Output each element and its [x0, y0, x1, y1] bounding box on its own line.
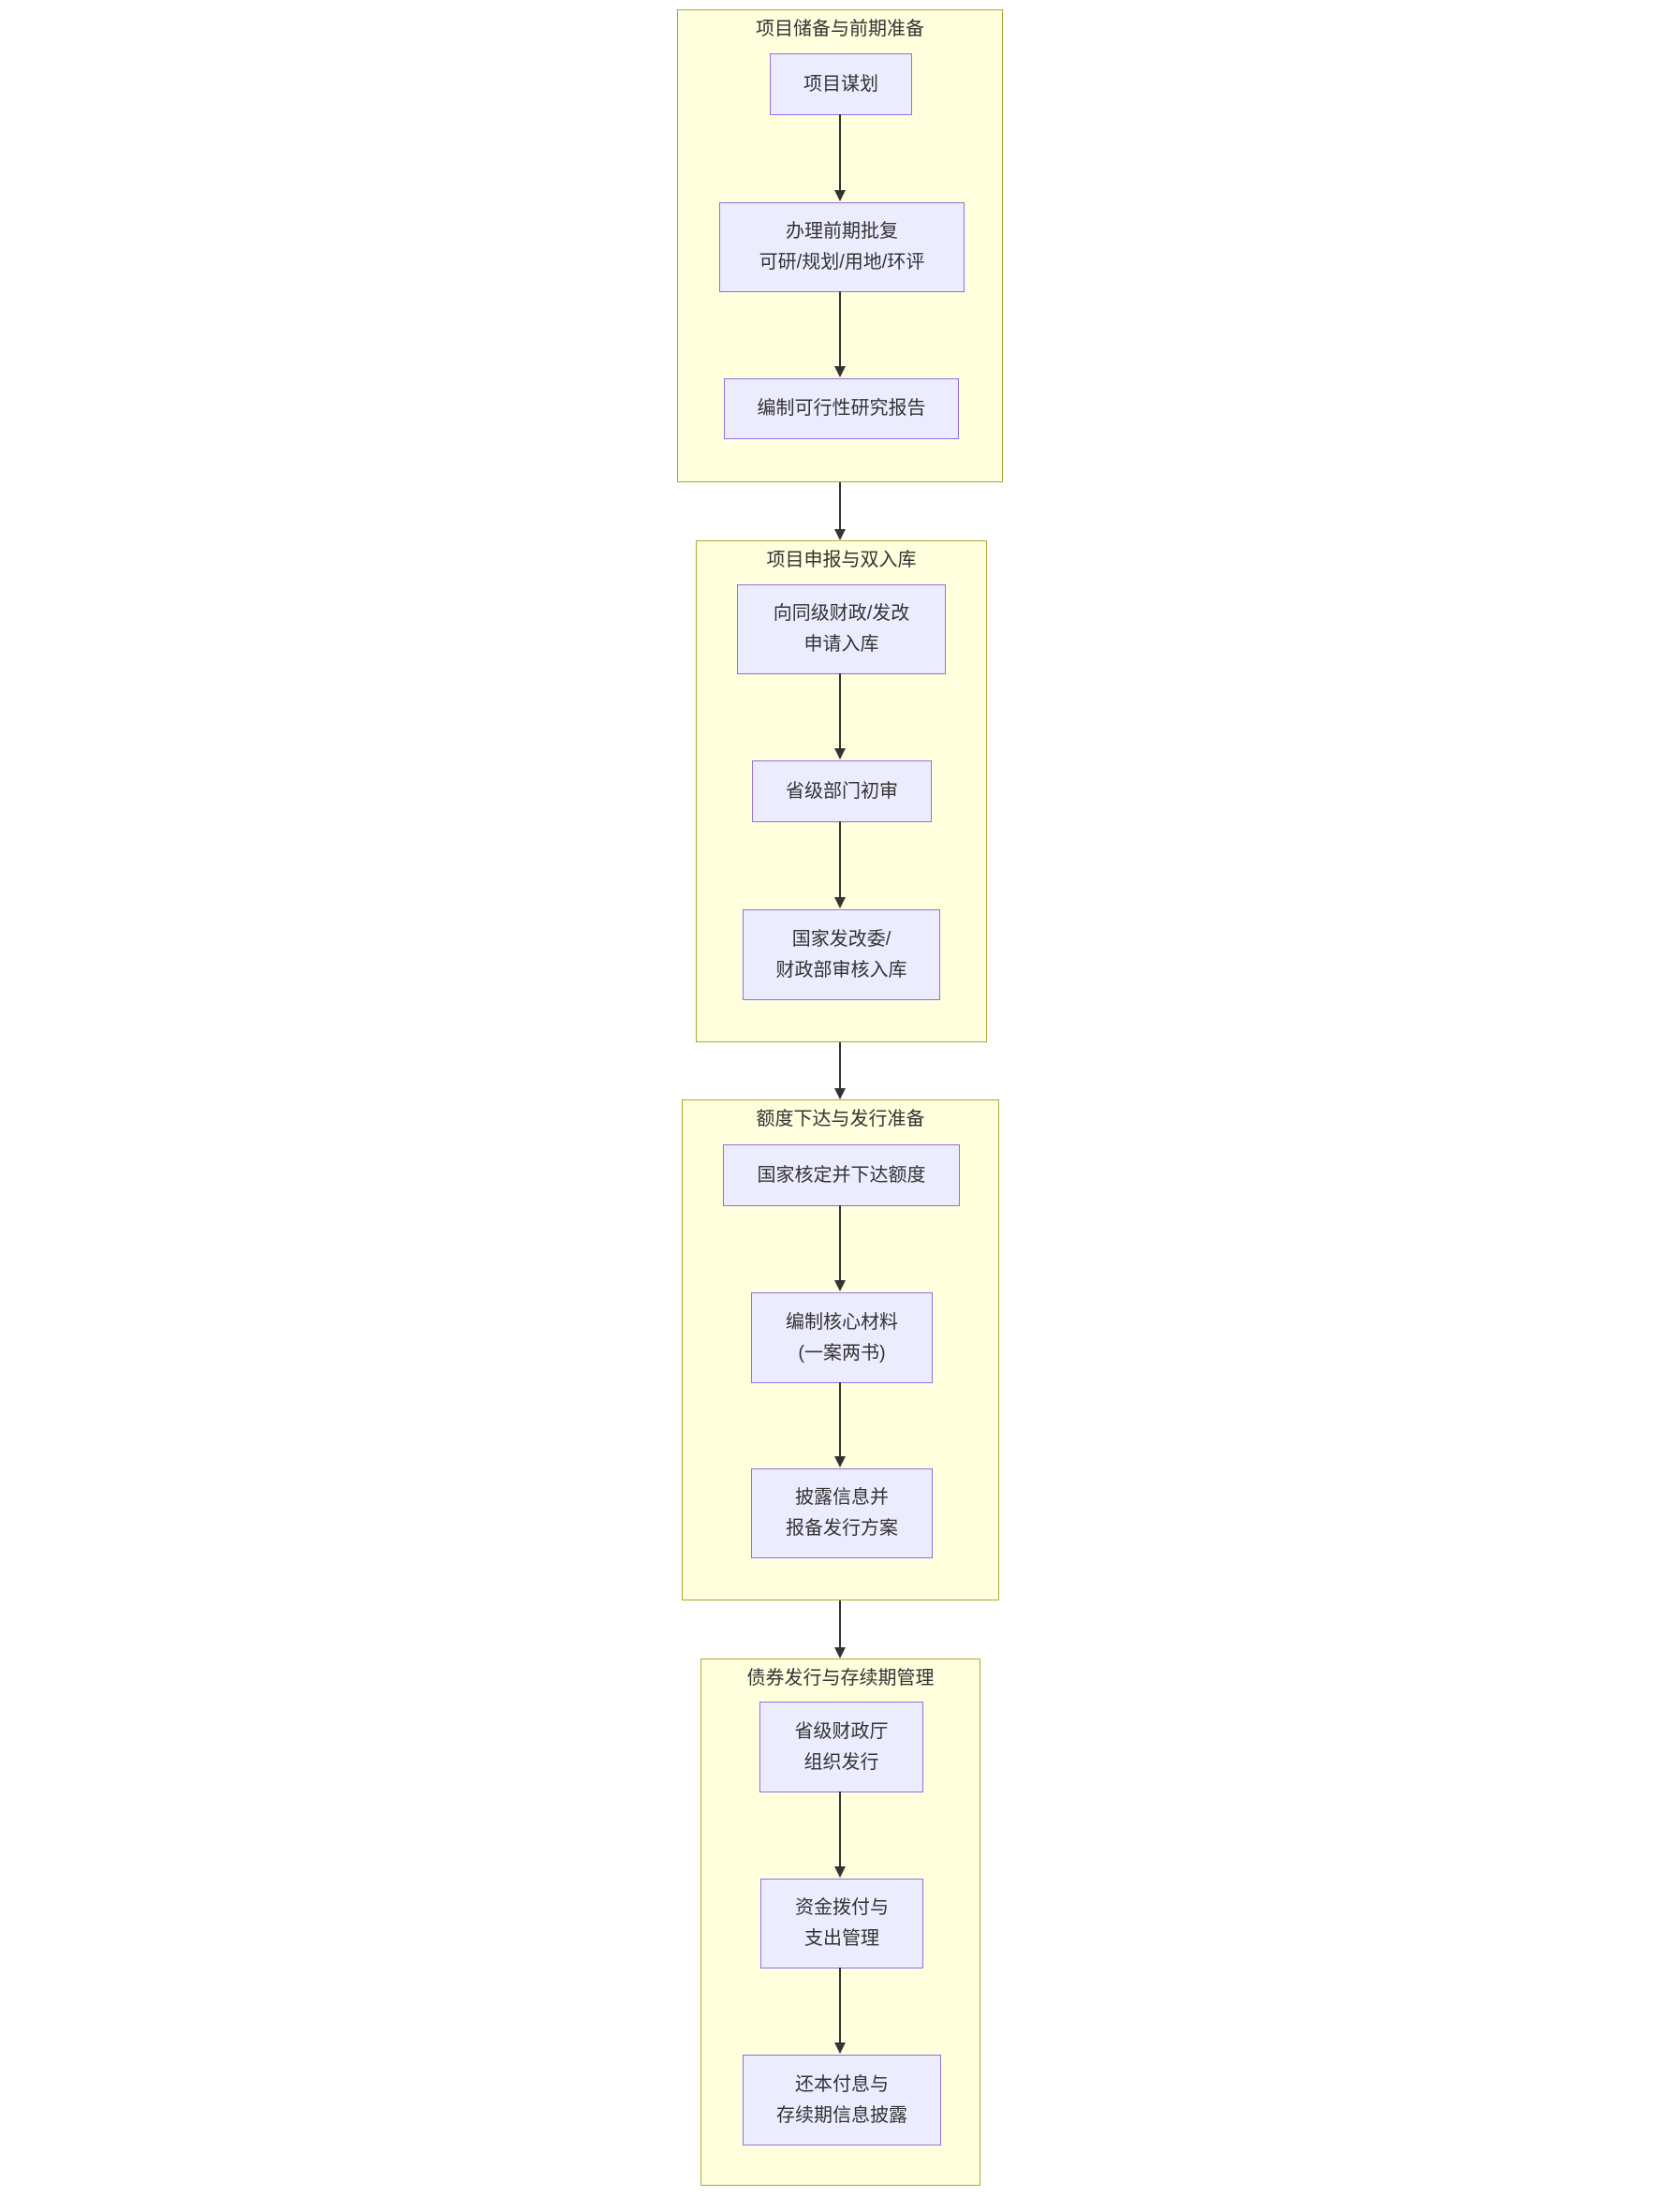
node-label: 编制核心材料 [786, 1311, 898, 1333]
node-label: 支出管理 [804, 1928, 879, 1949]
node-label: 可研/规划/用地/环评 [759, 252, 925, 273]
node-repayment-disclosure: 还本付息与 存续期信息披露 [743, 2055, 941, 2145]
flow-arrow [834, 821, 846, 908]
flow-arrow [834, 482, 846, 540]
node-label: (一案两书) [798, 1342, 886, 1364]
flow-arrow [834, 1205, 846, 1291]
node-disclose-and-file: 披露信息并 报备发行方案 [751, 1468, 933, 1558]
node-fund-allocation: 资金拨付与 支出管理 [760, 1879, 923, 1968]
group-bond-issuance-management-title: 债券发行与存续期管理 [746, 1668, 935, 1688]
node-quota-issued: 国家核定并下达额度 [723, 1144, 960, 1206]
flow-arrow [834, 673, 846, 759]
node-label: 国家发改委/ [791, 928, 892, 950]
node-label: 办理前期批复 [786, 221, 898, 242]
node-label: 存续期信息披露 [776, 2104, 907, 2126]
flow-arrow [834, 1042, 846, 1099]
flow-arrow [834, 1382, 846, 1467]
node-provincial-issuance: 省级财政厅 组织发行 [759, 1702, 923, 1792]
flow-arrow [834, 114, 846, 201]
node-core-materials: 编制核心材料 (一案两书) [751, 1292, 933, 1383]
node-apply-to-finance-ndrc: 向同级财政/发改 申请入库 [737, 584, 946, 674]
node-provincial-initial-review: 省级部门初审 [752, 760, 932, 822]
node-label: 省级财政厅 [794, 1720, 889, 1742]
node-project-planning: 项目谋划 [770, 53, 912, 115]
node-national-review-into-database: 国家发改委/ 财政部审核入库 [743, 909, 940, 1000]
node-label: 资金拨付与 [795, 1897, 889, 1918]
node-feasibility-report: 编制可行性研究报告 [724, 378, 959, 439]
node-label: 向同级财政/发改 [773, 603, 910, 624]
flow-arrow [834, 1968, 846, 2054]
node-label: 编制可行性研究报告 [757, 398, 926, 419]
node-label: 项目谋划 [803, 73, 878, 95]
group-quota-and-issuance-prep-title: 额度下达与发行准备 [756, 1109, 925, 1129]
group-bond-issuance-management: 债券发行与存续期管理 省级财政厅 组织发行 资金拨付与 支出管理 还本付息与 存… [700, 1659, 980, 2186]
group-quota-and-issuance-prep: 额度下达与发行准备 国家核定并下达额度 编制核心材料 (一案两书) 披露信息并 … [682, 1099, 999, 1600]
node-label: 国家核定并下达额度 [757, 1164, 926, 1186]
group-application-double-entry-title: 项目申报与双入库 [766, 550, 917, 570]
node-label: 财政部审核入库 [775, 959, 907, 981]
group-project-preparation-title: 项目储备与前期准备 [756, 19, 924, 39]
node-label: 申请入库 [803, 634, 879, 655]
node-label: 省级部门初审 [786, 780, 898, 802]
flow-arrow [834, 1792, 846, 1878]
flow-arrow [834, 1600, 846, 1659]
flow-arrow [834, 291, 846, 377]
node-label: 报备发行方案 [786, 1518, 898, 1539]
node-preliminary-approvals: 办理前期批复 可研/规划/用地/环评 [719, 202, 965, 292]
node-label: 还本付息与 [795, 2073, 889, 2095]
node-label: 组织发行 [803, 1751, 879, 1773]
node-label: 披露信息并 [795, 1487, 889, 1508]
group-project-preparation: 项目储备与前期准备 项目谋划 办理前期批复 可研/规划/用地/环评 编制可行性研… [677, 9, 1003, 482]
group-application-double-entry: 项目申报与双入库 向同级财政/发改 申请入库 省级部门初审 国家发改委/ 财政部… [696, 540, 987, 1042]
